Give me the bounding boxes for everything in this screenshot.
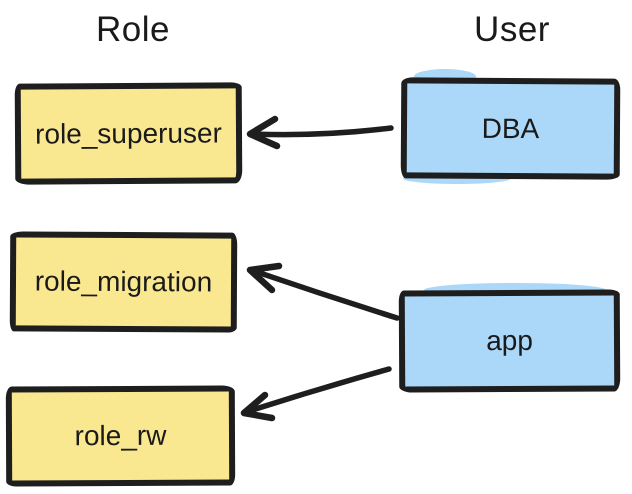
user-dba-node: DBA (400, 77, 621, 180)
user-app-label: app (486, 324, 533, 357)
column-header-role: Role (96, 10, 170, 49)
arrow-app-to-role-migration (246, 262, 400, 321)
column-header-user: User (474, 10, 550, 49)
role-rw-label: role_rw (74, 419, 167, 452)
role-rw-node: role_rw (5, 385, 236, 487)
user-dba-label: DBA (481, 112, 540, 144)
user-app-node: app (398, 289, 621, 393)
arrow-dba-to-role-superuser (246, 115, 394, 150)
arrow-app-to-role-rw (240, 366, 392, 422)
role-migration-node: role_migration (9, 231, 238, 333)
role-migration-label: role_migration (34, 265, 213, 298)
role-superuser-node: role_superuser (14, 82, 243, 185)
role-superuser-label: role_superuser (35, 116, 222, 150)
